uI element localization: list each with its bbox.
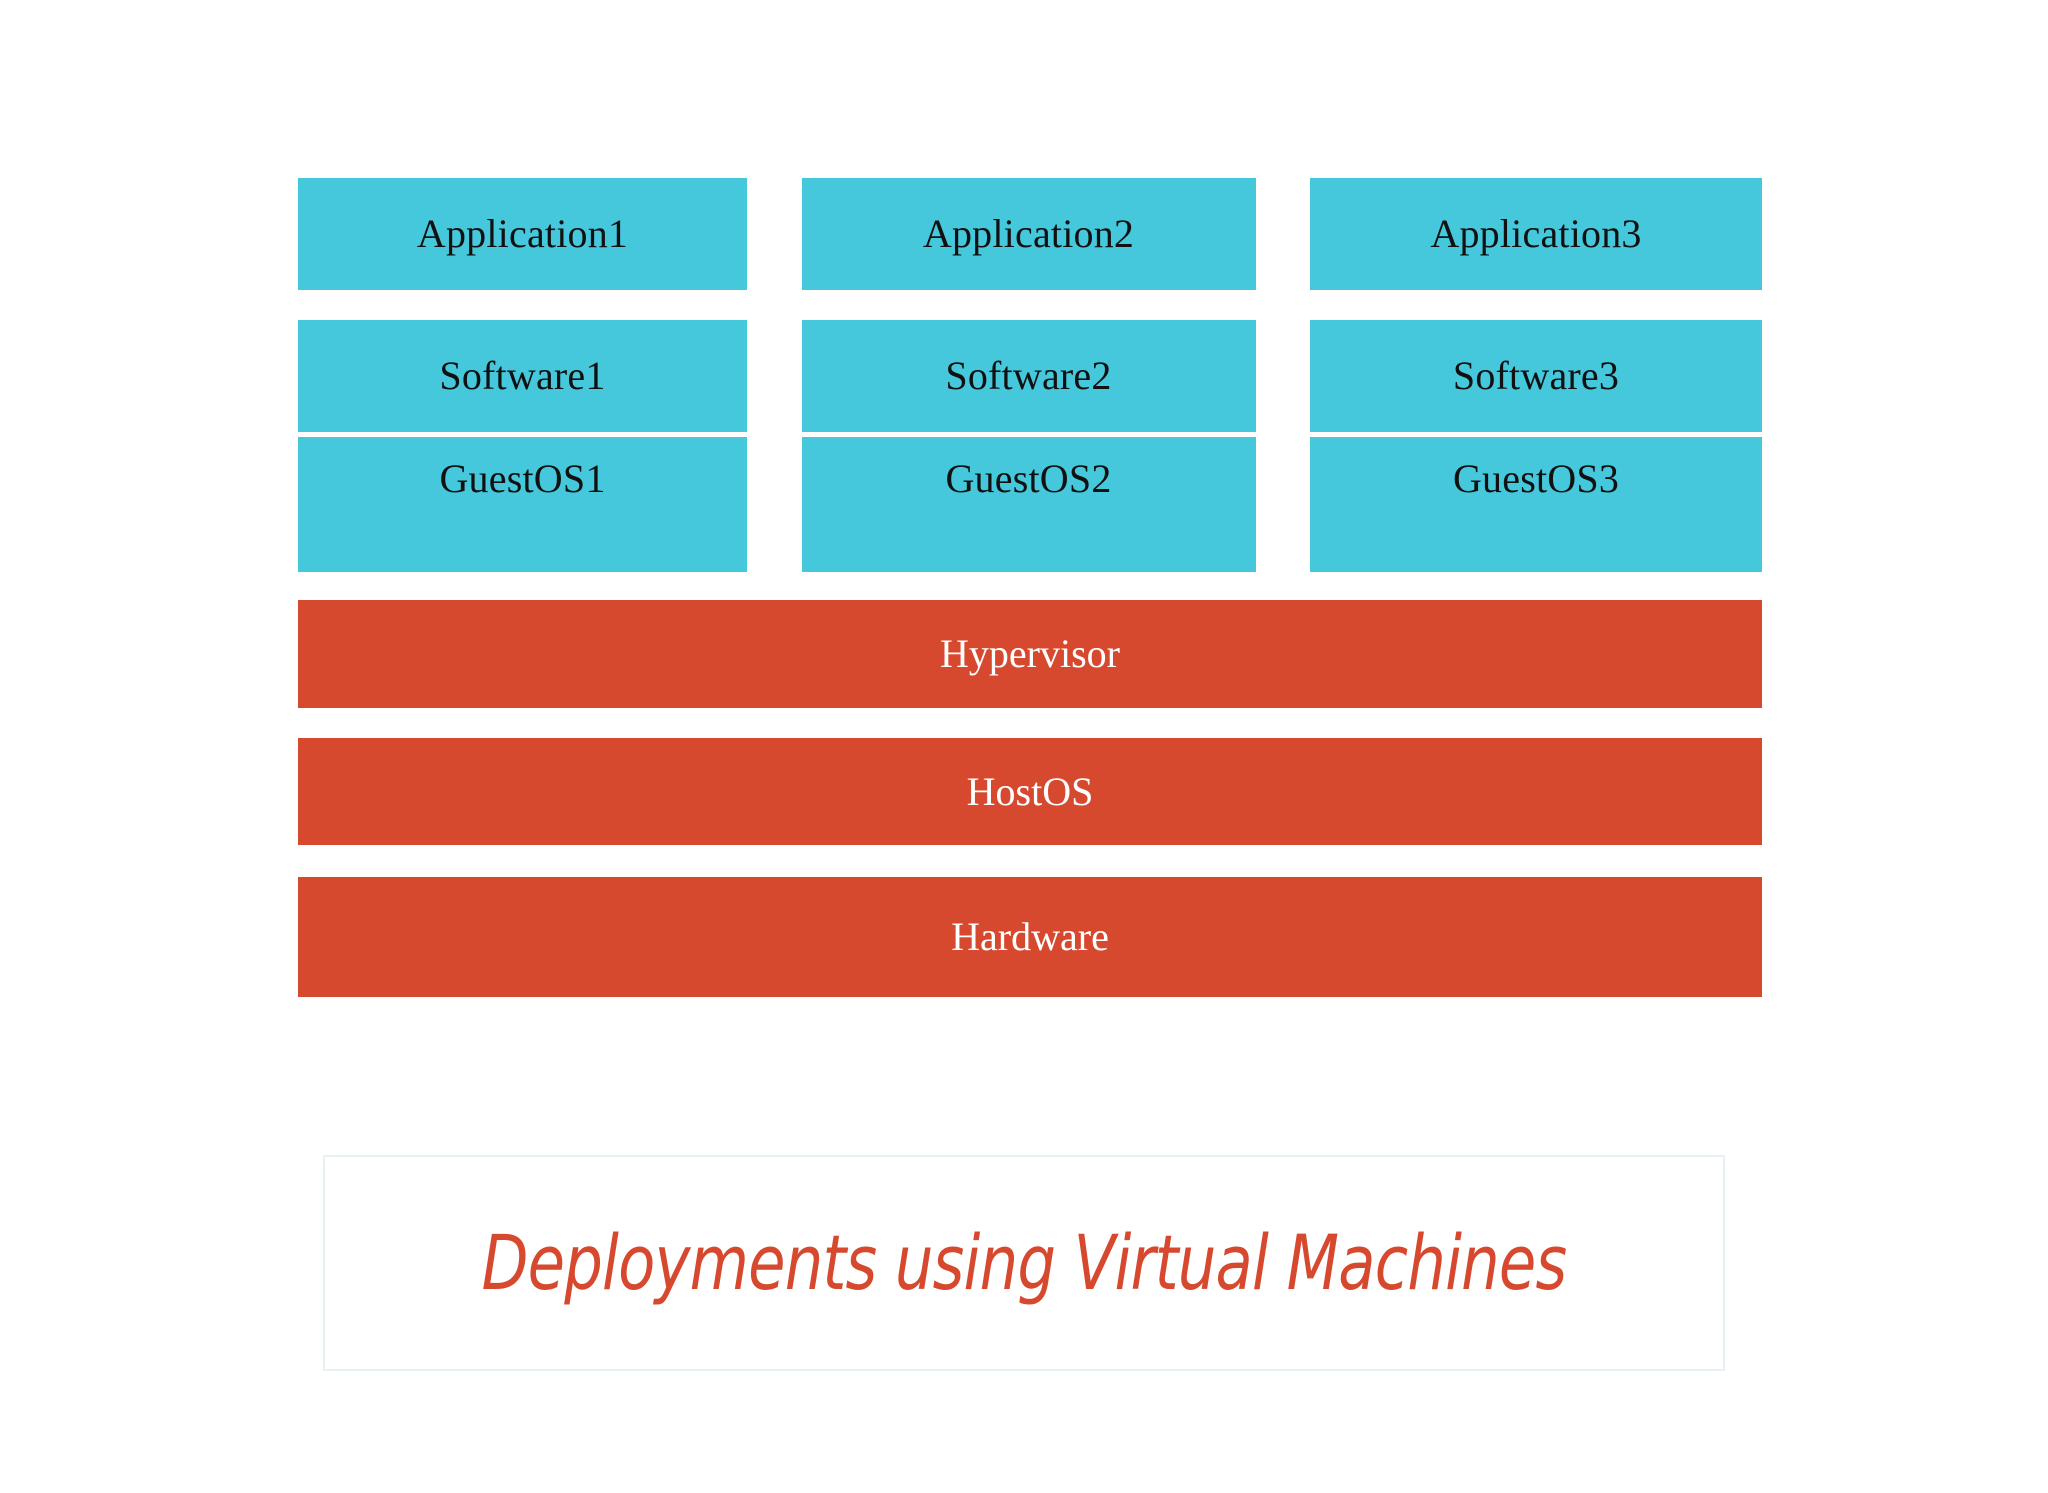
application-box-vm1-label: Application1 (416, 211, 629, 256)
application-box-vm3: Application3 (1310, 178, 1762, 290)
software-box-vm1-label: Software1 (439, 353, 606, 398)
application-box-vm2: Application2 (801, 178, 1256, 290)
software-box-vm2: Software2 (801, 320, 1256, 432)
vm-architecture-stack: Application1 Application2 Application3 S… (298, 178, 1762, 997)
host-os-layer-bar: HostOS (298, 738, 1762, 845)
software-layer-row: Software1 Software2 Software3 (298, 320, 1762, 432)
guest-os-box-vm2: GuestOS2 (801, 437, 1256, 572)
application-box-vm1: Application1 (298, 178, 747, 290)
guest-os-box-vm1: GuestOS1 (298, 437, 747, 572)
hardware-layer-bar: Hardware (298, 877, 1762, 997)
application-box-vm2-label: Application2 (922, 211, 1135, 256)
software-box-vm1: Software1 (298, 320, 747, 432)
guest-os-box-vm3: GuestOS3 (1310, 437, 1762, 572)
application-layer-row: Application1 Application2 Application3 (298, 178, 1762, 290)
caption-title: Deployments using Virtual Machines (481, 1218, 1568, 1307)
guest-os-box-vm3-label: GuestOS3 (1452, 456, 1620, 501)
caption-box: Deployments using Virtual Machines (323, 1155, 1725, 1371)
software-box-vm3: Software3 (1310, 320, 1762, 432)
software-box-vm2-label: Software2 (945, 353, 1112, 398)
software-box-vm3-label: Software3 (1452, 353, 1620, 398)
guest-os-box-vm2-label: GuestOS2 (945, 456, 1112, 501)
hardware-layer-label: Hardware (951, 914, 1109, 959)
application-box-vm3-label: Application3 (1430, 211, 1642, 256)
guest-os-layer-row: GuestOS1 GuestOS2 GuestOS3 (298, 437, 1762, 572)
guest-os-box-vm1-label: GuestOS1 (439, 456, 606, 501)
host-os-layer-label: HostOS (966, 768, 1094, 814)
hypervisor-layer-bar: Hypervisor (298, 600, 1762, 708)
hypervisor-layer-label: Hypervisor (940, 631, 1120, 676)
